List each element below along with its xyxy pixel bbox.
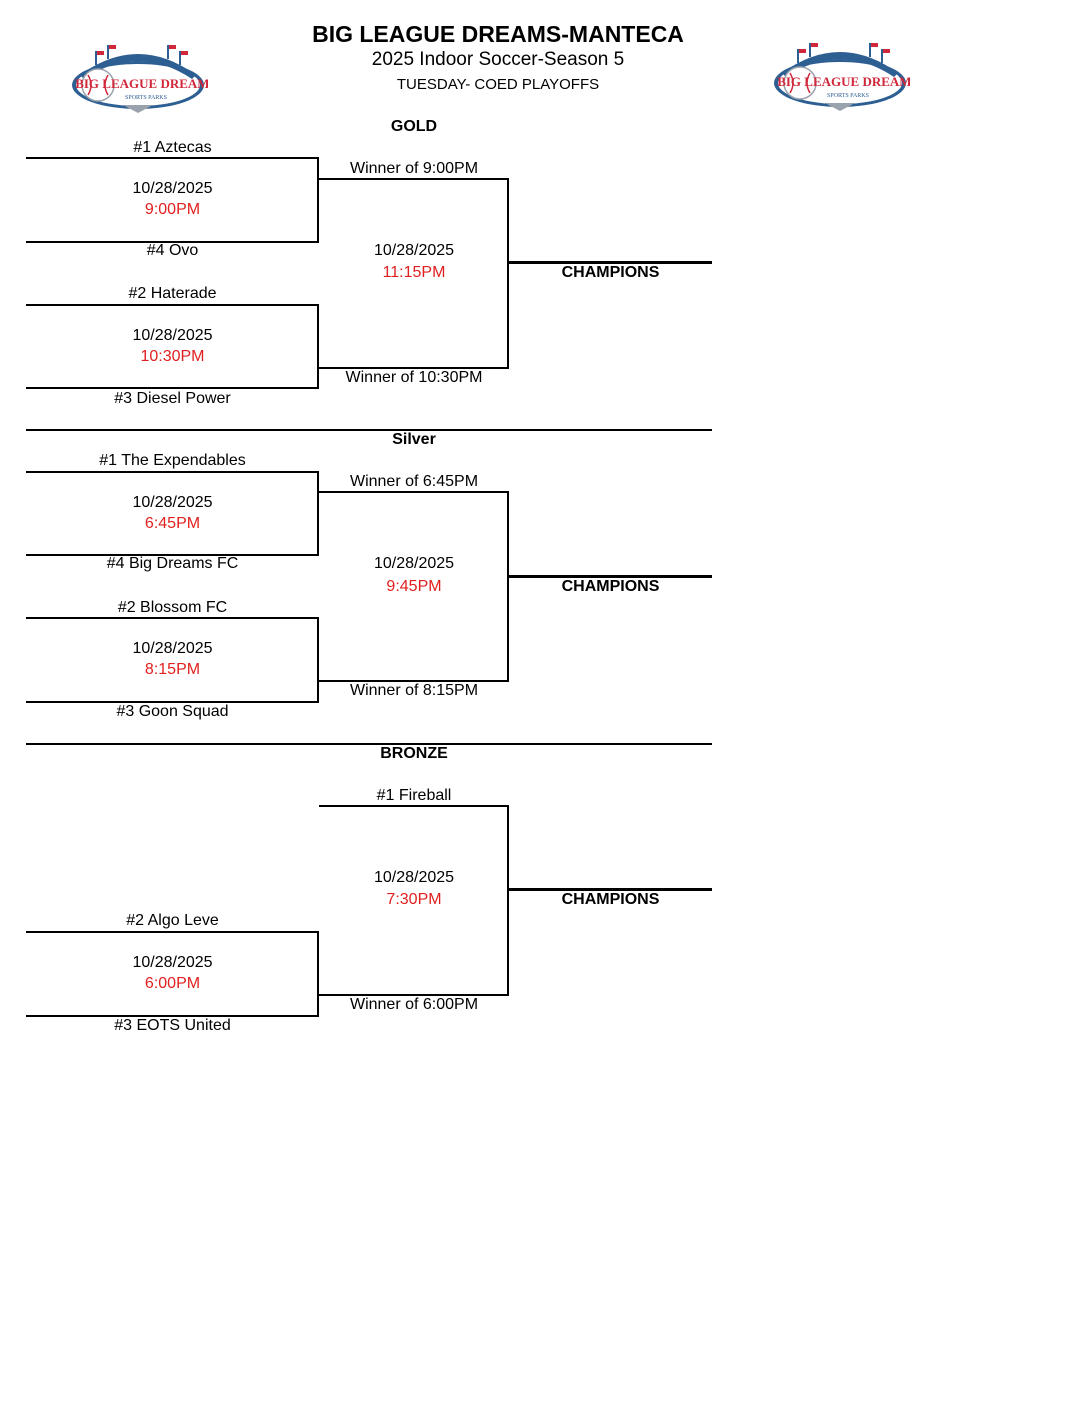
gold-line-team4 — [26, 241, 319, 243]
gold-winner-b: Winner of 10:30PM — [345, 369, 483, 386]
gold-team-2: #2 Haterade — [128, 285, 217, 302]
gold-champions-label: CHAMPIONS — [561, 264, 660, 281]
separator-gold-silver — [26, 429, 712, 431]
gold-connector-a — [317, 157, 319, 243]
silver-connector-b — [317, 617, 319, 703]
silver-final-time: 9:45PM — [386, 578, 442, 595]
page-subtitle: 2025 Indoor Soccer-Season 5 — [371, 49, 625, 70]
silver-team-1: #1 The Expendables — [99, 452, 246, 469]
bracket-title-bronze: BRONZE — [380, 745, 448, 762]
gold-game-a-date: 10/28/2025 — [132, 180, 213, 197]
bronze-team-3: #3 EOTS United — [114, 1017, 231, 1034]
gold-team-1: #1 Aztecas — [133, 139, 212, 156]
gold-game-b-time: 10:30PM — [140, 348, 205, 365]
bracket-title-gold: GOLD — [390, 118, 438, 135]
gold-connector-final — [507, 178, 509, 369]
silver-line-team1 — [26, 471, 319, 473]
bronze-bye-team: #1 Fireball — [376, 787, 452, 804]
gold-line-champions — [509, 261, 712, 264]
separator-silver-bronze — [26, 743, 712, 745]
silver-connector-final — [507, 491, 509, 682]
bronze-team-2: #2 Algo Leve — [126, 912, 219, 929]
bronze-champions-label: CHAMPIONS — [561, 891, 660, 908]
gold-connector-b — [317, 304, 319, 389]
gold-team-3: #3 Diesel Power — [114, 390, 231, 407]
gold-line-team3 — [26, 387, 319, 389]
svg-text:SPORTS PARKS: SPORTS PARKS — [125, 95, 167, 101]
silver-connector-a — [317, 471, 319, 556]
bronze-final-time: 7:30PM — [386, 891, 442, 908]
bronze-connector-b — [317, 931, 319, 1017]
silver-final-date: 10/28/2025 — [373, 555, 455, 572]
bronze-winner-b: Winner of 6:00PM — [349, 996, 479, 1013]
silver-team-4: #4 Big Dreams FC — [106, 555, 239, 572]
bronze-game-b-date: 10/28/2025 — [132, 954, 213, 971]
silver-line-team2 — [26, 617, 319, 619]
bronze-line-champions — [509, 888, 712, 891]
gold-line-team2 — [26, 304, 319, 306]
gold-line-team1 — [26, 157, 319, 159]
bronze-game-b-time: 6:00PM — [144, 975, 201, 992]
bronze-final-date: 10/28/2025 — [373, 869, 455, 886]
svg-text:BIG LEAGUE DREAMS: BIG LEAGUE DREAMS — [75, 76, 208, 91]
bronze-line-winner-b — [319, 994, 509, 996]
gold-line-winner-b — [319, 367, 509, 369]
svg-text:SPORTS PARKS: SPORTS PARKS — [827, 93, 869, 99]
bronze-line-team2 — [26, 931, 319, 933]
bracket-title-silver: Silver — [392, 431, 436, 448]
silver-champions-label: CHAMPIONS — [561, 578, 660, 595]
bronze-connector-final — [507, 805, 509, 996]
gold-game-a-time: 9:00PM — [144, 201, 201, 218]
big-league-dreams-logo-left: BIG LEAGUE DREAMS SPORTS PARKS — [72, 45, 208, 113]
silver-winner-a: Winner of 6:45PM — [349, 473, 479, 490]
silver-team-3: #3 Goon Squad — [116, 703, 229, 720]
silver-winner-b: Winner of 8:15PM — [349, 682, 479, 699]
silver-game-a-date: 10/28/2025 — [132, 494, 213, 511]
silver-line-winner-a — [319, 491, 509, 493]
bronze-line-bye — [319, 805, 509, 807]
bronze-line-team3 — [26, 1015, 319, 1017]
gold-final-date: 10/28/2025 — [373, 242, 455, 259]
gold-team-4: #4 Ovo — [146, 242, 199, 259]
page-title: BIG LEAGUE DREAMS-MANTECA — [312, 21, 684, 47]
svg-text:BIG LEAGUE DREAMS: BIG LEAGUE DREAMS — [777, 74, 910, 89]
silver-line-team3 — [26, 701, 319, 703]
league-label: TUESDAY- COED PLAYOFFS — [396, 76, 600, 93]
gold-line-winner-a — [319, 178, 509, 180]
silver-team-2: #2 Blossom FC — [117, 599, 228, 616]
silver-line-champions — [509, 575, 712, 578]
gold-game-b-date: 10/28/2025 — [132, 327, 213, 344]
silver-game-b-date: 10/28/2025 — [132, 640, 213, 657]
gold-final-time: 11:15PM — [382, 264, 446, 281]
silver-line-team4 — [26, 554, 319, 556]
silver-game-b-time: 8:15PM — [144, 661, 201, 678]
gold-winner-a: Winner of 9:00PM — [349, 160, 479, 177]
silver-line-winner-b — [319, 680, 509, 682]
big-league-dreams-logo-right: BIG LEAGUE DREAMS SPORTS PARKS — [774, 43, 910, 111]
silver-game-a-time: 6:45PM — [144, 515, 201, 532]
